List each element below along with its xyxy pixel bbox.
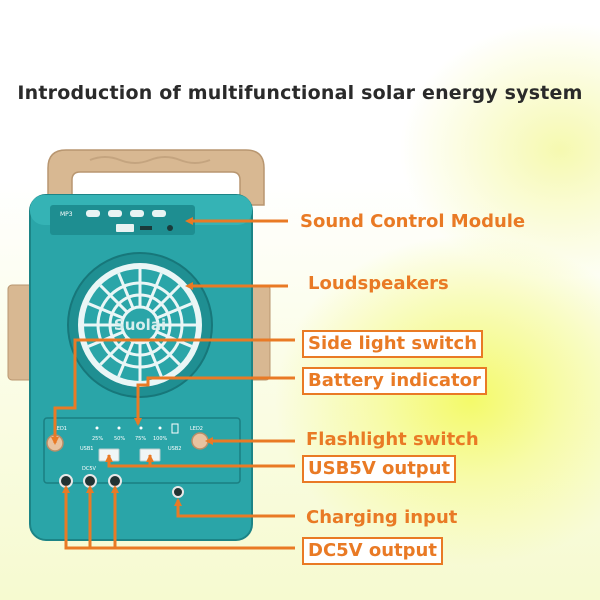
label-dc5v-output: DC5V output — [302, 537, 443, 565]
label-loudspeakers: Loudspeakers — [308, 273, 449, 294]
mode-button[interactable] — [86, 210, 100, 217]
battery-indicator: 25% 50% 75% 100% — [92, 423, 179, 442]
grille-spoke — [99, 284, 129, 314]
grille-ring — [96, 281, 184, 369]
label-side-light-switch: Side light switch — [302, 330, 484, 358]
next-button[interactable] — [130, 210, 144, 217]
grille-spoke — [156, 302, 193, 320]
play-button[interactable] — [152, 210, 166, 217]
battery-level-100: 100% — [153, 436, 168, 442]
charging-input-port[interactable] — [172, 486, 184, 498]
grille-spoke — [87, 302, 124, 320]
led2-label: LED2 — [190, 426, 203, 432]
grille-spoke — [145, 272, 163, 309]
label-battery-indicator: Battery indicator — [302, 367, 487, 395]
label-flashlight-switch: Flashlight switch — [306, 429, 479, 450]
mic-jack[interactable] — [167, 225, 173, 231]
top-control-panel: MP3 — [50, 205, 195, 235]
label-usb5v-output: USB5V output — [302, 455, 457, 483]
battery-level-25: 25% — [92, 436, 103, 442]
grille-spoke — [151, 336, 181, 366]
battery-level-50: 50% — [114, 436, 125, 442]
grille-spoke — [99, 336, 129, 366]
usb2-label: USB2 — [168, 446, 181, 452]
grille-spoke — [117, 272, 135, 309]
usb1-label: USB1 — [80, 446, 93, 452]
grille-spoke — [117, 341, 135, 378]
grille-spoke — [151, 284, 181, 314]
label-charging-input: Charging input — [306, 507, 458, 528]
prev-button[interactable] — [108, 210, 122, 217]
page-title: Introduction of multifunctional solar en… — [17, 82, 583, 104]
usb-slot[interactable] — [116, 224, 134, 232]
brand-logo: Suolai — [114, 316, 166, 334]
grille-spoke — [145, 341, 163, 378]
callout-arrows — [51, 217, 213, 506]
tf-slot[interactable] — [140, 226, 152, 230]
battery-level-75: 75% — [135, 436, 146, 442]
speaker: Suolai — [67, 252, 213, 398]
mp3-label: MP3 — [60, 211, 73, 218]
led1-label: LED1 — [54, 426, 67, 432]
label-sound-control-module: Sound Control Module — [300, 211, 526, 232]
dc5v-label: DC5V — [82, 466, 97, 472]
grille-ring — [108, 293, 172, 357]
